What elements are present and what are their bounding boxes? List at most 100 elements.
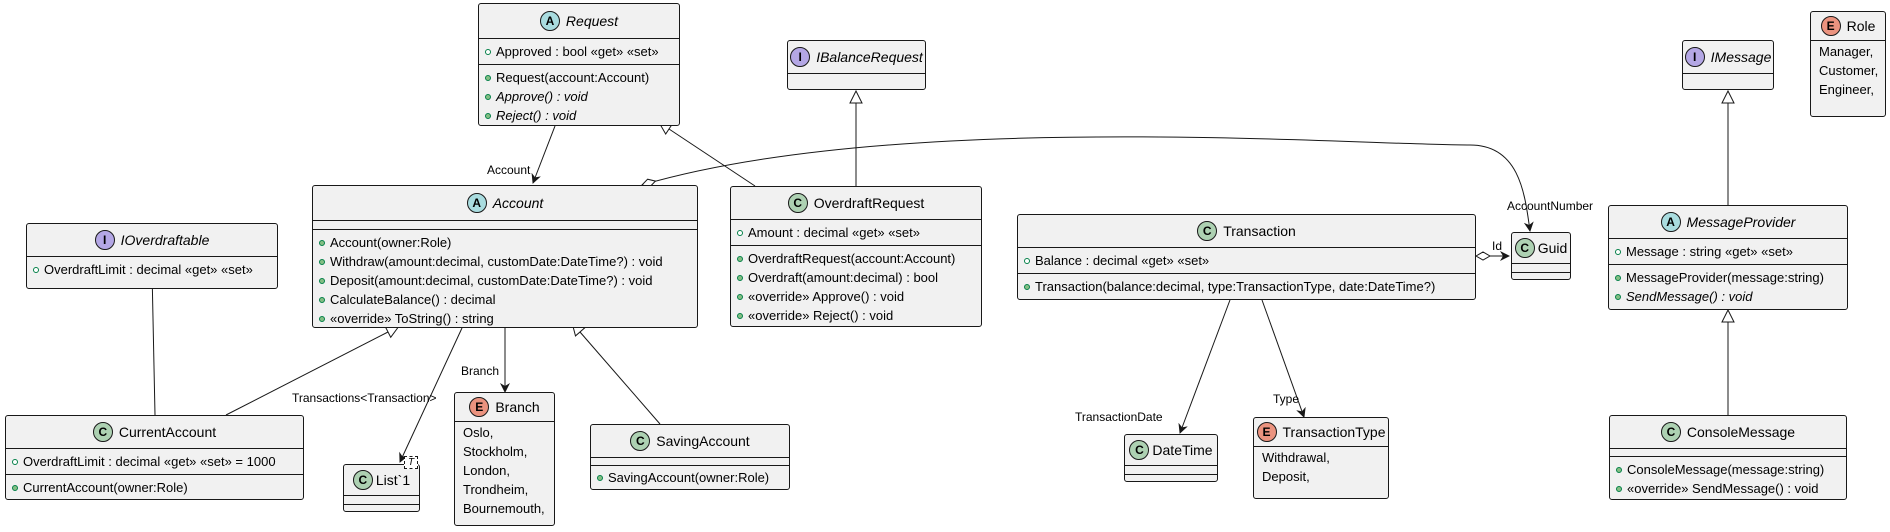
- class-icon: C: [1514, 238, 1535, 258]
- fields-section: [1610, 448, 1846, 456]
- class-account[interactable]: A Account Account(owner:Role) Withdraw(a…: [312, 185, 698, 328]
- fields-section: [1125, 465, 1217, 474]
- interface-imessage[interactable]: I IMessage: [1682, 40, 1774, 90]
- method-row: CurrentAccount(owner:Role): [12, 478, 297, 497]
- class-messageprovider[interactable]: A MessageProvider Message : string «get»…: [1608, 205, 1848, 310]
- abstract-class-icon: A: [1660, 212, 1681, 232]
- interface-icon: I: [790, 47, 811, 67]
- class-name: Transaction: [1223, 223, 1296, 239]
- class-list[interactable]: T C List`1: [343, 456, 420, 512]
- method-row: «override» Reject() : void: [737, 306, 975, 325]
- methods-section: [1125, 474, 1217, 483]
- field-row: Amount : decimal «get» «set»: [737, 223, 975, 242]
- edge-label-transactions: Transactions<Transaction>: [292, 391, 437, 405]
- public-method-icon: [319, 315, 325, 322]
- class-header: E Branch: [455, 393, 554, 421]
- enum-value: Engineer,: [1819, 82, 1874, 97]
- method-row: Account(owner:Role): [319, 233, 691, 252]
- method-row: ConsoleMessage(message:string): [1616, 460, 1840, 479]
- method-row: Deposit(amount:decimal, customDate:DateT…: [319, 271, 691, 290]
- public-field-icon: [485, 48, 491, 55]
- enum-value: London,: [463, 463, 510, 478]
- fields-section: [788, 73, 925, 82]
- methods-section: Request(account:Account) Approve() : voi…: [479, 64, 679, 128]
- class-header: C Guid: [1512, 233, 1570, 263]
- method-row: «override» ToString() : string: [319, 309, 691, 328]
- public-method-icon: [319, 239, 325, 246]
- class-header: E TransactionType: [1254, 418, 1388, 446]
- field-row: Approved : bool «get» «set»: [485, 42, 673, 61]
- field-row: OverdraftLimit : decimal «get» «set» = 1…: [12, 452, 297, 471]
- abstract-class-icon: A: [466, 193, 487, 213]
- method-row: Overdraft(amount:decimal) : bool: [737, 268, 975, 287]
- interface-ioverdraftable[interactable]: I IOverdraftable OverdraftLimit : decima…: [26, 223, 278, 289]
- public-method-icon: [1024, 283, 1030, 290]
- public-method-icon: [1616, 485, 1622, 492]
- class-guid[interactable]: C Guid: [1511, 232, 1571, 280]
- fields-section: [1683, 73, 1773, 82]
- class-name: List`1: [375, 472, 411, 488]
- enum-value: Customer,: [1819, 63, 1879, 78]
- class-header: C ConsoleMessage: [1610, 416, 1846, 448]
- fields-section: Balance : decimal «get» «set»: [1018, 247, 1475, 273]
- class-currentaccount[interactable]: C CurrentAccount OverdraftLimit : decima…: [5, 415, 304, 500]
- enum-value: Oslo,: [463, 425, 494, 440]
- class-header: A Request: [479, 4, 679, 38]
- enum-icon: E: [1820, 16, 1841, 36]
- enum-value: Withdrawal,: [1262, 450, 1330, 465]
- enum-branch[interactable]: E Branch Oslo, Stockholm, London, Trondh…: [454, 392, 555, 526]
- methods-section: CurrentAccount(owner:Role): [6, 474, 303, 500]
- class-header: I IBalanceRequest: [788, 41, 925, 73]
- public-method-icon: [319, 258, 325, 265]
- class-overdraftrequest[interactable]: C OverdraftRequest Amount : decimal «get…: [730, 186, 982, 327]
- public-method-icon: [485, 93, 491, 100]
- public-method-icon: [319, 296, 325, 303]
- class-header: C Transaction: [1018, 215, 1475, 247]
- edge-overdraftrequest-request: [669, 129, 756, 187]
- interface-icon: I: [1684, 47, 1705, 67]
- method-row: MessageProvider(message:string): [1615, 268, 1841, 287]
- generic-parameter: T: [404, 456, 418, 469]
- edge-currentaccount-account: [225, 332, 388, 416]
- enum-icon: E: [469, 397, 490, 417]
- enum-value: Bournemouth,: [463, 501, 545, 516]
- abstract-class-icon: A: [539, 11, 560, 31]
- class-name: OverdraftRequest: [813, 195, 925, 211]
- class-request[interactable]: A Request Approved : bool «get» «set» Re…: [478, 3, 680, 126]
- public-method-icon: [1615, 274, 1621, 281]
- class-consolemessage[interactable]: C ConsoleMessage ConsoleMessage(message:…: [1609, 415, 1847, 500]
- class-header: C List`1: [344, 465, 419, 495]
- class-header: C SavingAccount: [591, 425, 789, 457]
- interface-ibalancerequest[interactable]: I IBalanceRequest: [787, 40, 926, 90]
- values-section: Withdrawal, Deposit,: [1254, 446, 1388, 491]
- class-icon: C: [1129, 440, 1150, 460]
- class-header: I IMessage: [1683, 41, 1773, 73]
- class-header: C CurrentAccount: [6, 416, 303, 448]
- class-name: Branch: [495, 399, 540, 415]
- class-savingaccount[interactable]: C SavingAccount SavingAccount(owner:Role…: [590, 424, 790, 490]
- methods-section: OverdraftRequest(account:Account) Overdr…: [731, 245, 981, 328]
- values-section: Oslo, Stockholm, London, Trondheim, Bour…: [455, 421, 554, 523]
- edge-currentaccount-ioverdraftable: [152, 270, 155, 416]
- field-row: Message : string «get» «set»: [1615, 242, 1841, 261]
- class-header: E Role: [1811, 12, 1885, 40]
- interface-icon: I: [94, 230, 115, 250]
- fields-section: OverdraftLimit : decimal «get» «set»: [27, 256, 277, 282]
- enum-value: Stockholm,: [463, 444, 528, 459]
- class-name: TransactionType: [1282, 424, 1386, 440]
- edge-label-type: Type: [1273, 392, 1300, 406]
- enum-value: Trondheim,: [463, 482, 529, 497]
- fields-section: Message : string «get» «set»: [1609, 238, 1847, 264]
- class-transaction[interactable]: C Transaction Balance : decimal «get» «s…: [1017, 214, 1476, 300]
- enum-transactiontype[interactable]: E TransactionType Withdrawal, Deposit,: [1253, 417, 1389, 499]
- enum-role[interactable]: E Role Manager, Customer, Engineer,: [1810, 11, 1886, 117]
- class-datetime[interactable]: C DateTime: [1124, 434, 1218, 482]
- class-icon: C: [630, 431, 651, 451]
- class-icon: C: [1660, 422, 1681, 442]
- edge-account-list: [399, 327, 463, 463]
- public-method-icon: [737, 274, 743, 281]
- enum-value: Manager,: [1819, 44, 1874, 59]
- methods-section: SavingAccount(owner:Role): [591, 465, 789, 489]
- public-field-icon: [33, 266, 39, 273]
